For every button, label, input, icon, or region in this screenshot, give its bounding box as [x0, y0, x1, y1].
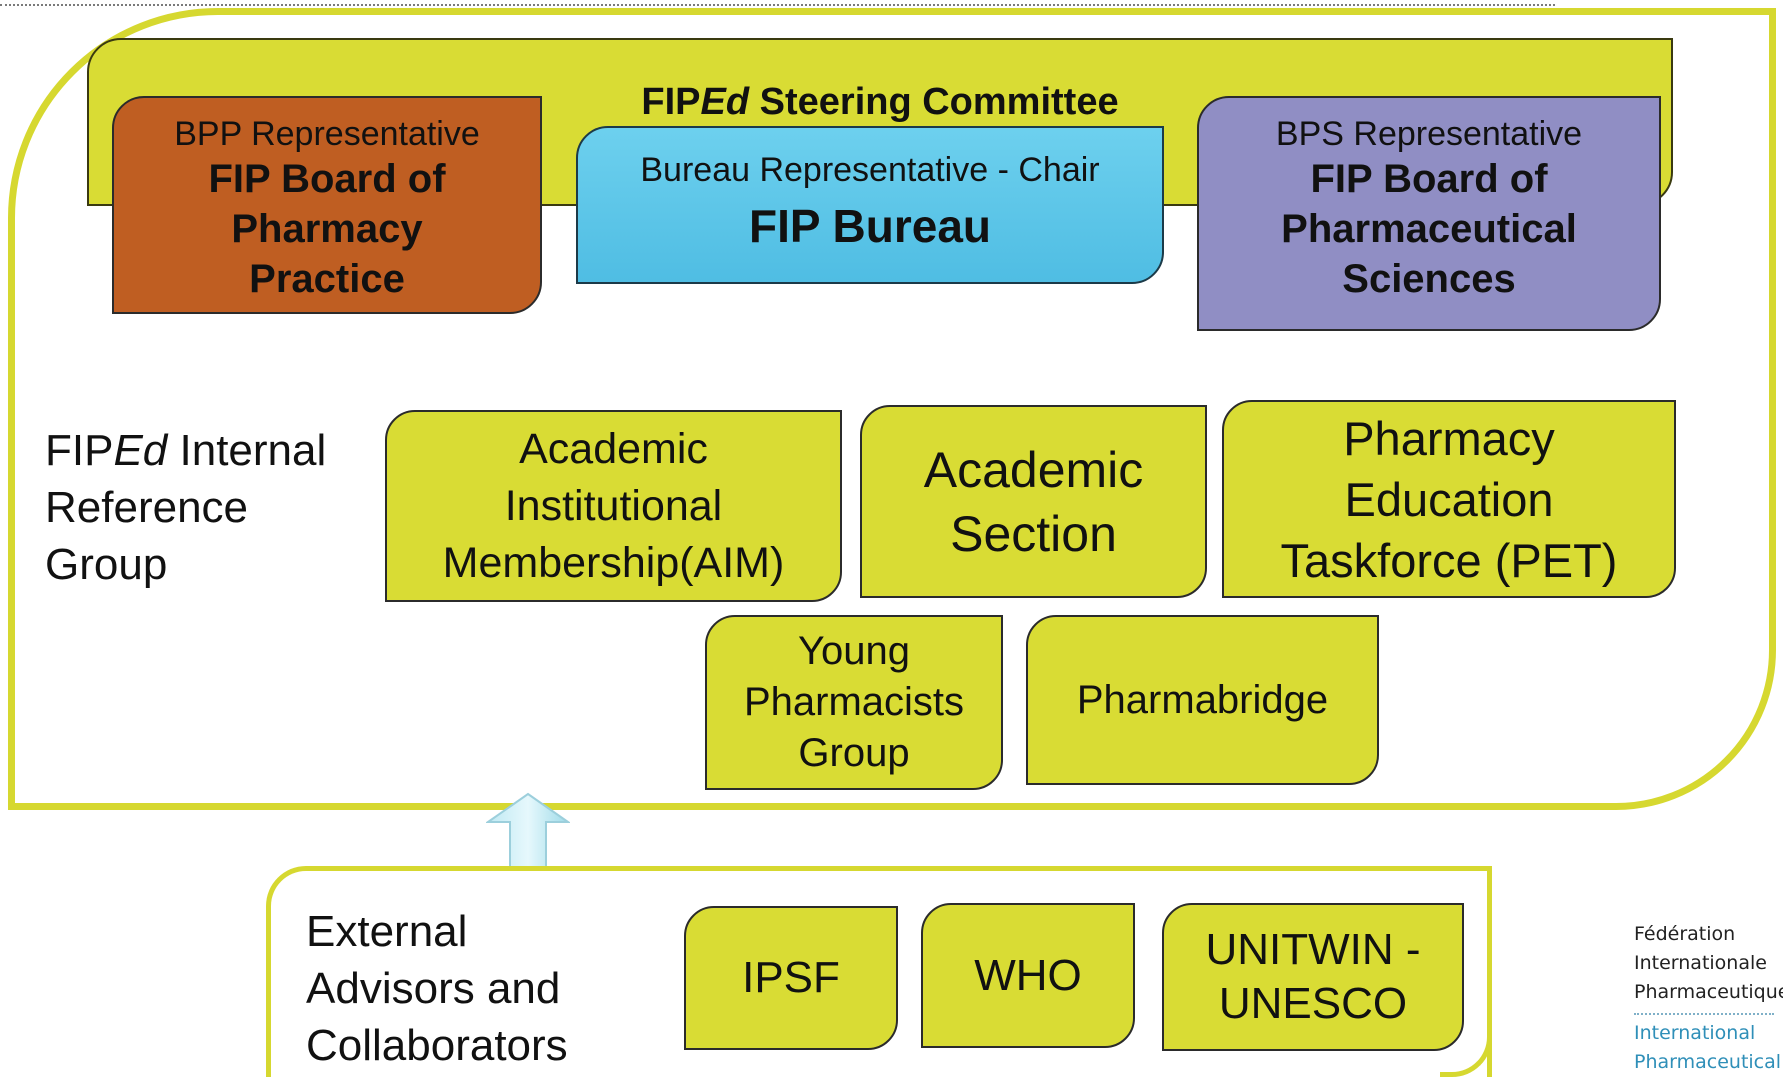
who-label: WHO — [974, 950, 1082, 1000]
academic-section-line2: Section — [950, 505, 1117, 562]
steering-title-italic: Ed — [700, 81, 750, 123]
logo-fr-line3: Pharmaceutique — [1634, 981, 1783, 1003]
steering-title-suffix: Steering Committee — [749, 81, 1119, 123]
ipsf-label: IPSF — [742, 953, 840, 1002]
logo-divider — [1634, 1013, 1774, 1015]
fip-logo-text: Fédération Internationale Pharmaceutique… — [1634, 920, 1783, 1077]
logo-fr-line2: Internationale — [1634, 952, 1767, 974]
ipsf-box: IPSF — [684, 906, 898, 1050]
ext-label-line1: External — [306, 907, 468, 956]
bps-role: BPS Representative — [1275, 115, 1583, 153]
steering-committee-title: FIPEd Steering Committee — [560, 78, 1200, 126]
bpp-representative-box: BPP Representative FIP Board of Pharmacy… — [112, 96, 542, 314]
aim-line1: Academic — [519, 424, 708, 473]
logo-en-line1: International — [1634, 1022, 1756, 1044]
pharmabridge-label: Pharmabridge — [1076, 678, 1329, 722]
academic-section-box: Academic Section — [860, 405, 1207, 598]
irg-label-italic: Ed — [113, 426, 168, 475]
pet-line1: Pharmacy — [1343, 411, 1555, 465]
steering-title-prefix: FIP — [641, 81, 701, 123]
external-advisors-label: External Advisors and Collaborators — [306, 903, 646, 1074]
ypg-line2: Pharmacists — [743, 680, 965, 724]
pet-group-box: Pharmacy Education Taskforce (PET) — [1222, 400, 1676, 598]
unitwin-line2: UNESCO — [1218, 979, 1408, 1028]
bureau-representative-box: Bureau Representative - Chair FIP Bureau — [576, 126, 1164, 284]
aim-line2: Institutional — [504, 481, 723, 530]
pet-line3: Taskforce (PET) — [1280, 533, 1618, 587]
dotted-top-rule — [0, 4, 1555, 6]
pet-line2: Education — [1344, 472, 1554, 526]
aim-group-box: Academic Institutional Membership(AIM) — [385, 410, 842, 602]
irg-label-prefix: FIP — [45, 426, 114, 475]
bps-org: FIP Board of Pharmaceutical Sciences — [1281, 157, 1577, 301]
academic-section-line1: Academic — [923, 441, 1144, 498]
bureau-role: Bureau Representative - Chair — [640, 151, 1100, 189]
ypg-line1: Young — [798, 629, 910, 673]
logo-fr-line1: Fédération — [1634, 923, 1736, 945]
ext-label-line3: Collaborators — [306, 1021, 568, 1070]
ext-label-line2: Advisors and — [306, 964, 561, 1013]
bpp-role: BPP Representative — [174, 115, 480, 153]
bpp-org: FIP Board of Pharmacy Practice — [208, 157, 446, 301]
young-pharmacists-group-box: Young Pharmacists Group — [705, 615, 1003, 790]
internal-reference-group-label: FIPEd Internal Reference Group — [45, 422, 375, 593]
ypg-line3: Group — [798, 731, 910, 775]
unitwin-line1: UNITWIN - — [1205, 925, 1421, 974]
logo-en-line2: Pharmaceutical — [1634, 1051, 1782, 1073]
who-box: WHO — [921, 903, 1135, 1048]
aim-line3: Membership(AIM) — [442, 538, 785, 587]
pharmabridge-box: Pharmabridge — [1026, 615, 1379, 785]
unitwin-unesco-box: UNITWIN - UNESCO — [1162, 903, 1464, 1051]
bureau-org: FIP Bureau — [749, 200, 991, 252]
irg-label-rest: Internal Reference Group — [45, 426, 327, 589]
bps-representative-box: BPS Representative FIP Board of Pharmace… — [1197, 96, 1661, 331]
